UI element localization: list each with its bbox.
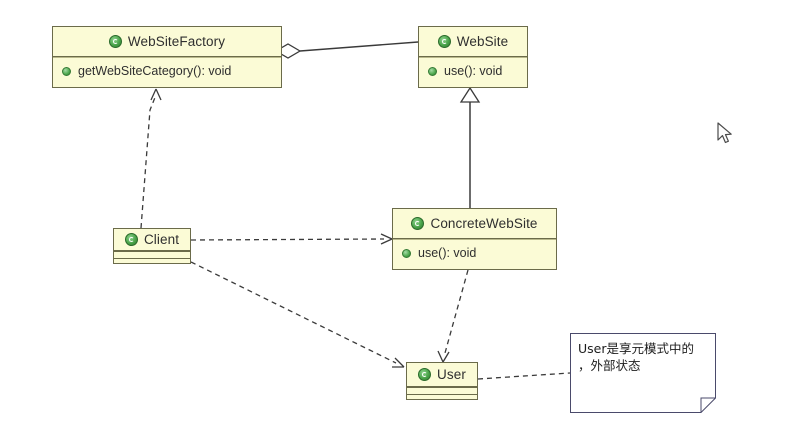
class-name: ConcreteWebSite bbox=[430, 216, 538, 231]
class-header-websitefactory: WebSiteFactory bbox=[53, 27, 281, 57]
member-label: getWebSiteCategory(): void bbox=[78, 64, 232, 78]
note-text-line1: User是享元模式中的 bbox=[578, 341, 694, 356]
class-box-user[interactable]: User bbox=[406, 362, 478, 400]
connector-generalization-concrete-website[interactable] bbox=[459, 86, 481, 208]
class-icon bbox=[124, 233, 138, 246]
class-icon bbox=[108, 35, 122, 48]
note-text-line2: ，外部状态 bbox=[578, 358, 641, 373]
mouse-cursor bbox=[716, 122, 734, 151]
class-header-website: WebSite bbox=[419, 27, 527, 57]
member-icon bbox=[428, 66, 437, 76]
connector-dependency-concrete-user[interactable] bbox=[437, 269, 469, 363]
class-icon bbox=[411, 217, 425, 230]
connector-dependency-client-concrete[interactable] bbox=[190, 233, 393, 245]
class-header-user: User bbox=[407, 363, 477, 387]
class-empty-compartment bbox=[114, 251, 190, 258]
class-name: WebSiteFactory bbox=[127, 34, 226, 49]
class-empty-compartment bbox=[407, 387, 477, 394]
class-name: WebSite bbox=[456, 34, 509, 49]
class-member-row[interactable]: getWebSiteCategory(): void bbox=[53, 57, 281, 84]
member-icon bbox=[62, 66, 71, 76]
class-box-client[interactable]: Client bbox=[113, 228, 191, 264]
connector-aggregation-website-factory[interactable] bbox=[274, 41, 419, 59]
member-label: use(): void bbox=[444, 64, 503, 78]
class-header-concretewebsite: ConcreteWebSite bbox=[393, 209, 556, 239]
class-box-website[interactable]: WebSite use(): void bbox=[418, 26, 528, 88]
class-box-concretewebsite[interactable]: ConcreteWebSite use(): void bbox=[392, 208, 557, 270]
class-empty-compartment bbox=[114, 258, 190, 265]
class-name: Client bbox=[143, 232, 180, 247]
class-icon bbox=[418, 368, 432, 381]
connector-dependency-client-factory[interactable] bbox=[140, 88, 162, 229]
class-empty-compartment bbox=[407, 394, 477, 401]
connector-note-anchor-user[interactable] bbox=[477, 372, 571, 380]
class-name: User bbox=[437, 367, 466, 382]
note-text: User是享元模式中的 ，外部状态 bbox=[578, 340, 710, 374]
member-label: use(): void bbox=[418, 246, 477, 260]
class-member-row[interactable]: use(): void bbox=[419, 57, 527, 84]
connector-dependency-client-user[interactable] bbox=[190, 261, 405, 368]
class-header-client: Client bbox=[114, 229, 190, 251]
class-box-websitefactory[interactable]: WebSiteFactory getWebSiteCategory(): voi… bbox=[52, 26, 282, 88]
note-user[interactable]: User是享元模式中的 ，外部状态 bbox=[570, 333, 716, 413]
class-icon bbox=[437, 35, 451, 48]
arrow-pointer-icon bbox=[717, 122, 732, 144]
class-member-row[interactable]: use(): void bbox=[393, 239, 556, 266]
note-shape bbox=[570, 333, 716, 413]
member-icon bbox=[402, 248, 411, 258]
